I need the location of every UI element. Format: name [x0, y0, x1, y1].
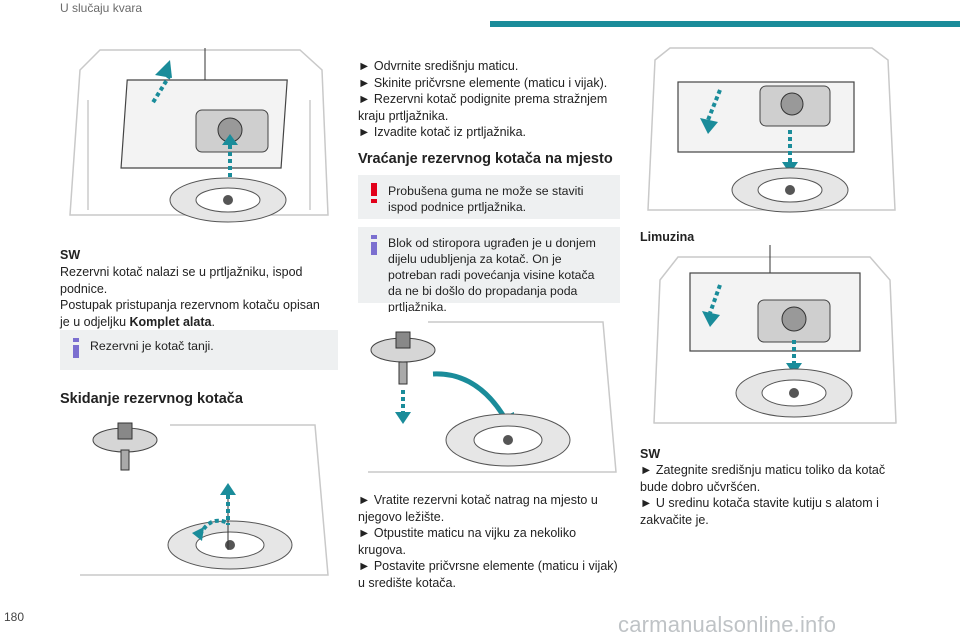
heading-remove-spare: Skidanje rezervnog kotača — [60, 391, 243, 407]
step-line: zakvačite je. — [640, 512, 709, 527]
paragraph-procedure-line1: Postupak pristupanja rezervnom kotaču op… — [60, 298, 320, 312]
sw-label: SW — [60, 248, 81, 262]
exclamation-icon — [371, 183, 377, 203]
info-note-styrofoam-block: Blok od stiropora ugrađen je u donjem di… — [358, 227, 620, 314]
link-tool-kit: Komplet alata — [129, 314, 212, 329]
trunk-illustration-remove-wheel — [60, 415, 338, 585]
limuzina-label: Limuzina — [640, 230, 695, 244]
steps-remove-list: ► Odvrnite središnju maticu. ► Skinite p… — [358, 58, 623, 141]
step-line: ► Postavite pričvrsne elemente (maticu i… — [358, 559, 618, 573]
sw-label-right: SW — [640, 447, 661, 461]
step-line: kraju prtljažnika. — [358, 108, 449, 123]
step-line: ► U sredinu kotača stavite kutiju s alat… — [640, 496, 879, 510]
step-line: ► Rezervni kotač podignite prema stražnj… — [358, 92, 608, 106]
paragraph-location: Rezervni kotač nalazi se u prtljažniku, … — [60, 265, 303, 296]
info-icon — [371, 235, 377, 255]
heading-return-spare: Vraćanje rezervnog kotača na mjesto — [358, 151, 613, 167]
step-line: ► Otpustite maticu na vijku za nekoliko … — [358, 526, 577, 557]
page-number: 180 — [4, 610, 25, 624]
info-note-thinner-wheel: Rezervni je kotač tanji. — [60, 330, 338, 370]
step-line: ► Odvrnite središnju maticu. — [358, 59, 519, 73]
watermark-text: carmanualsonline.info — [618, 612, 837, 637]
trunk-illustration-return-wheel — [358, 312, 620, 482]
header-accent-bar — [490, 21, 960, 27]
trunk-illustration-sw-wheel — [648, 245, 902, 430]
info-icon — [73, 338, 79, 358]
steps-return-list: ► Vratite rezervni kotač natrag na mjest… — [358, 492, 623, 591]
running-header: U slučaju kvara — [60, 1, 143, 15]
step-line: ► Izvadite kotač iz prtljažnika. — [358, 125, 526, 139]
step-line: ► Zategnite središnju maticu toliko da k… — [640, 463, 886, 477]
trunk-illustration-limuzina-wheel — [640, 40, 902, 220]
step-line: ► Vratite rezervni kotač natrag na mjest… — [358, 493, 598, 507]
step-line: u središte kotača. — [358, 575, 456, 590]
paragraph-procedure-line2: je u odjeljku Komplet alata. — [60, 314, 215, 329]
step-line: njegovo ležište. — [358, 509, 445, 524]
warning-note-punctured-tyre: Probušena guma ne može se staviti ispod … — [358, 175, 620, 219]
step-line: bude dobro učvršćen. — [640, 479, 761, 494]
steps-fasten-list: ► Zategnite središnju maticu toliko da k… — [640, 462, 910, 528]
trunk-illustration-sw-lift-floor — [60, 40, 338, 230]
step-line: ► Skinite pričvrsne elemente (maticu i v… — [358, 75, 608, 90]
